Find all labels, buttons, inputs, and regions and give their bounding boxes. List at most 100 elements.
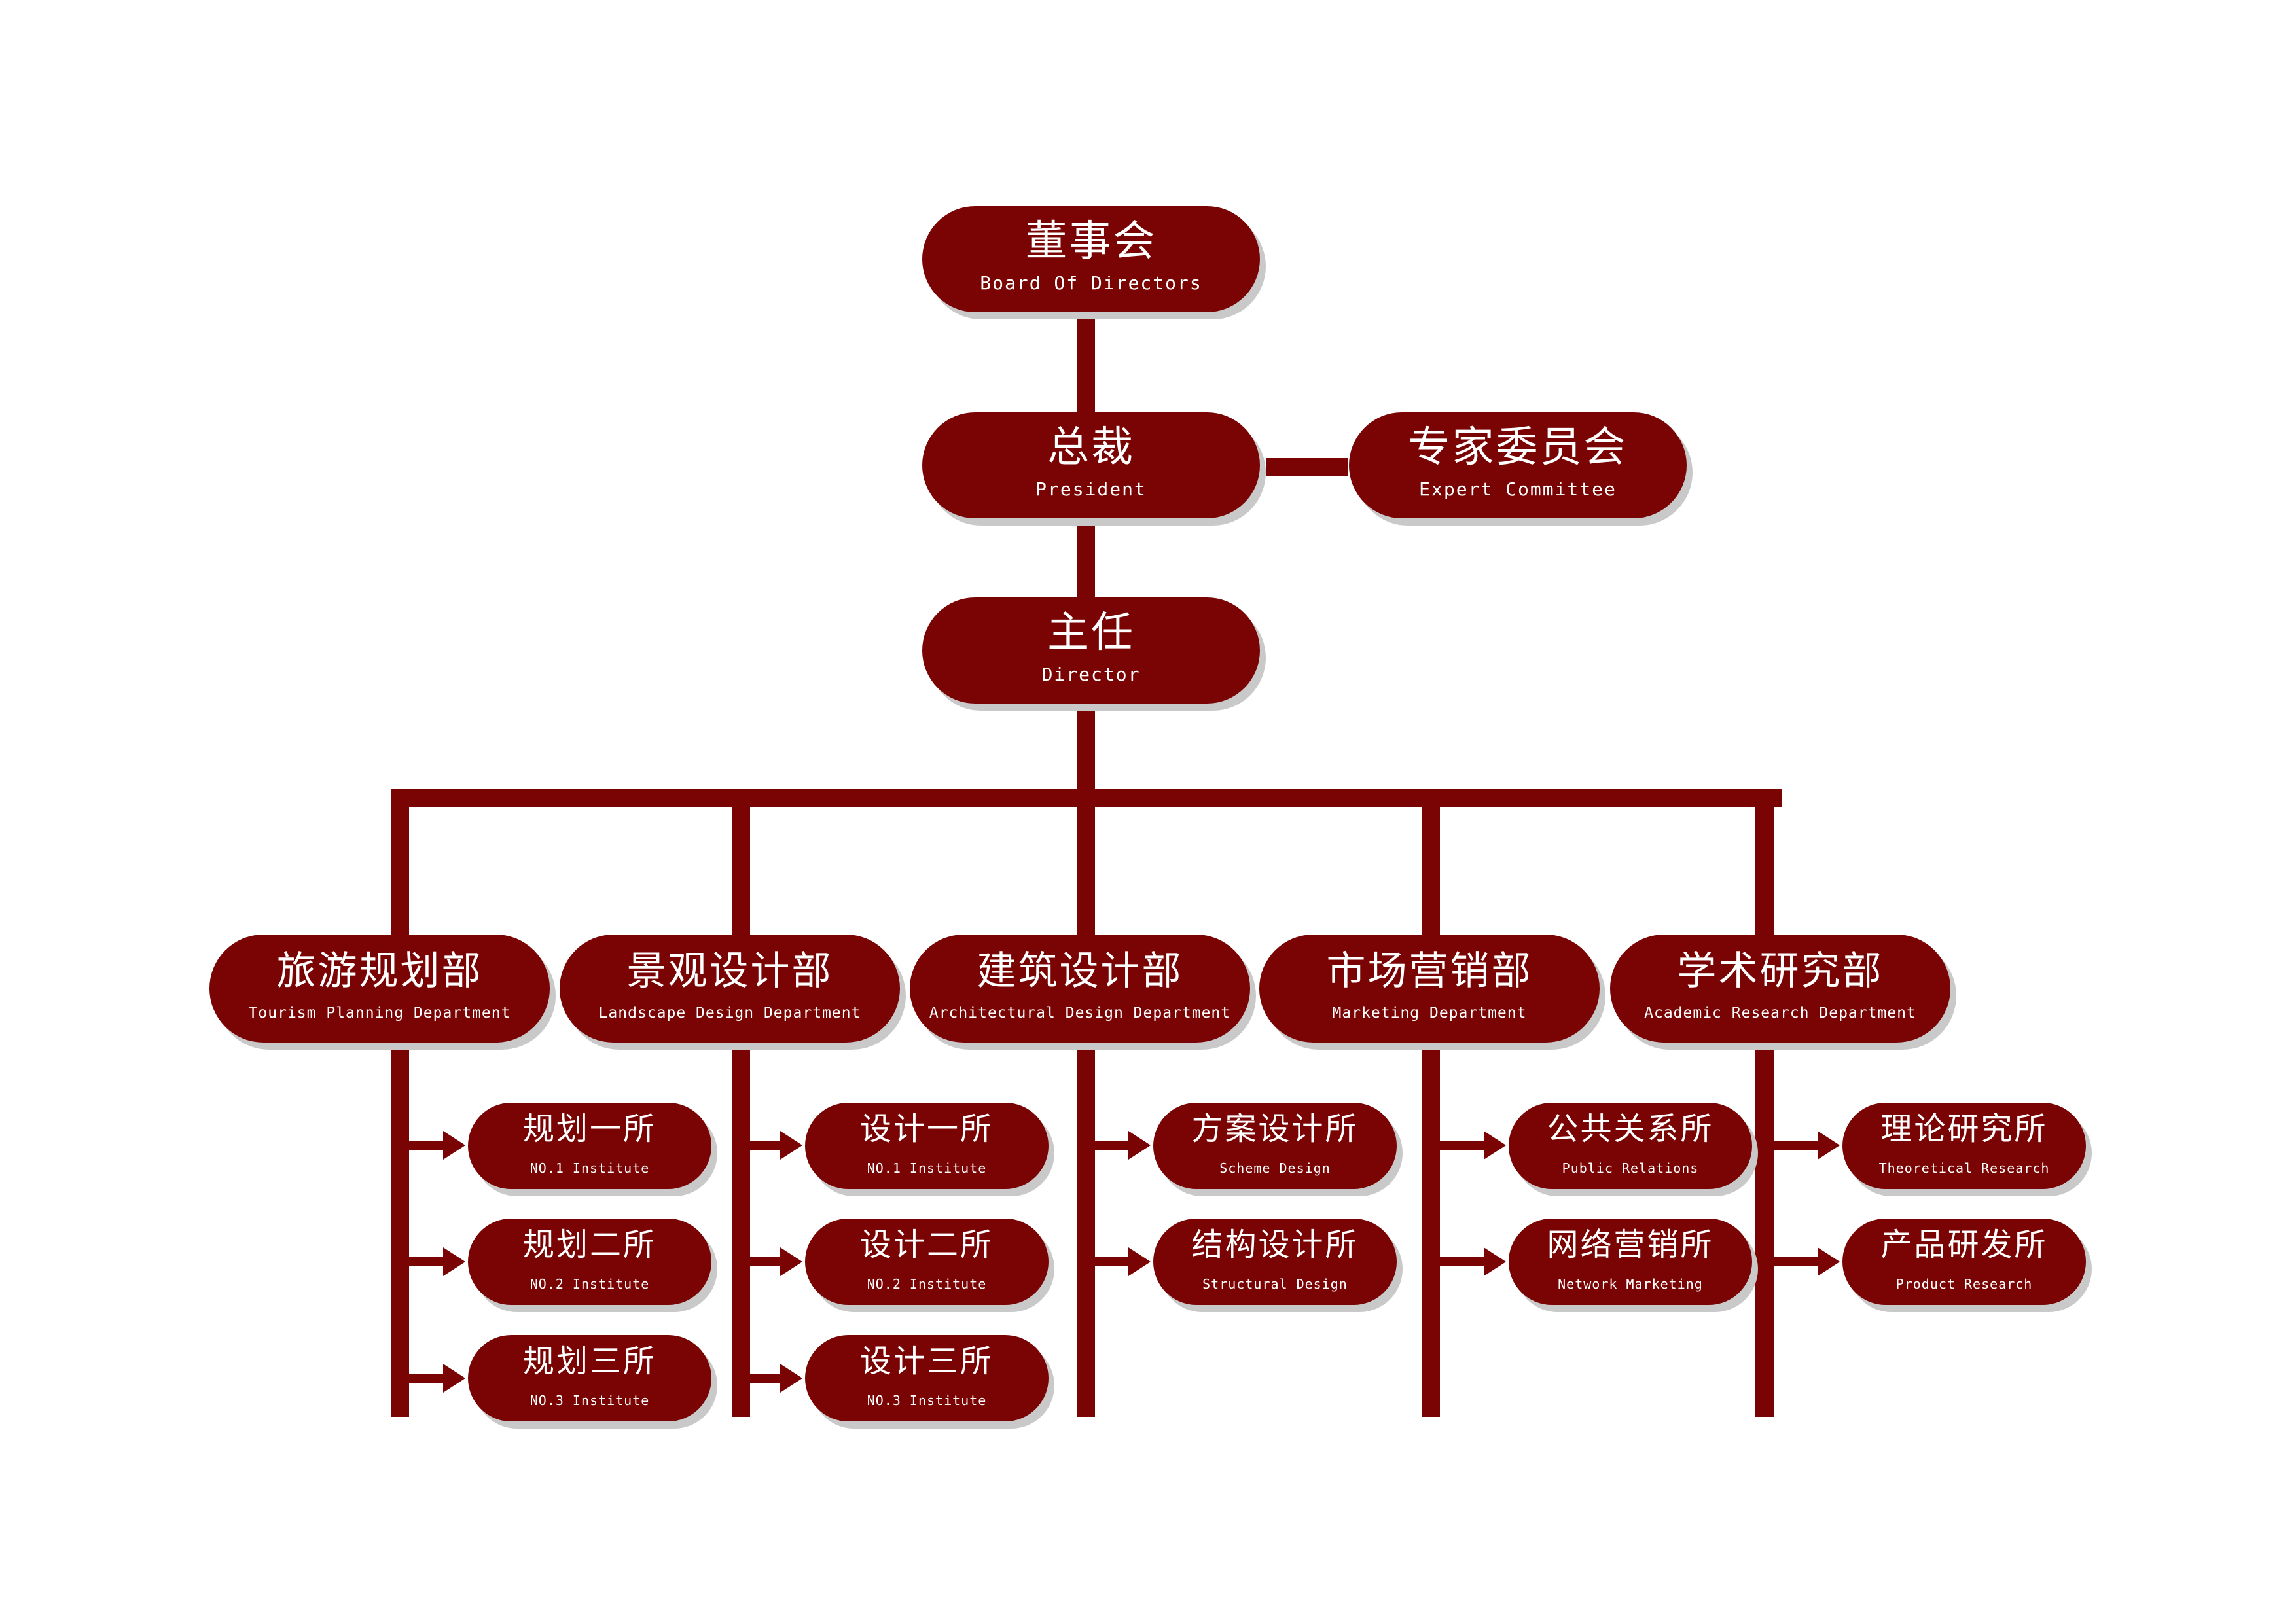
department-cn-label: 学术研究部 bbox=[1677, 948, 1884, 994]
connector-arrow-shaft bbox=[409, 1257, 446, 1266]
institute-node[interactable]: 设计一所 NO.1 Institute bbox=[805, 1103, 1049, 1189]
connector-arrow-head-icon bbox=[443, 1364, 465, 1393]
department-node[interactable]: 市场营销部 Marketing Department bbox=[1259, 935, 1600, 1043]
institute-node[interactable]: 方案设计所 Scheme Design bbox=[1153, 1103, 1397, 1189]
institute-en-label: NO.3 Institute bbox=[529, 1393, 650, 1408]
connector-president-expert bbox=[1266, 458, 1348, 476]
connector-director-bus bbox=[1077, 704, 1095, 802]
connector-arrow-shaft bbox=[750, 1257, 783, 1266]
connector-arrow-shaft bbox=[1440, 1257, 1486, 1266]
connector-arrow-shaft bbox=[1095, 1141, 1131, 1150]
department-en-label: Architectural Design Department bbox=[929, 1005, 1231, 1022]
institute-cn-label: 规划三所 bbox=[522, 1343, 656, 1380]
institute-node[interactable]: 产品研发所 Product Research bbox=[1842, 1219, 2086, 1305]
connector-arrow-shaft bbox=[409, 1374, 446, 1383]
institute-en-label: NO.2 Institute bbox=[867, 1276, 987, 1292]
connector-president-director bbox=[1077, 520, 1095, 599]
connector-bus-drop bbox=[1077, 807, 1095, 935]
board-cn-label: 董事会 bbox=[1025, 217, 1157, 266]
connector-arrow-shaft bbox=[750, 1374, 783, 1383]
connector-department-trunk bbox=[1755, 1044, 1774, 1417]
institute-en-label: Network Marketing bbox=[1558, 1276, 1703, 1292]
department-en-label: Academic Research Department bbox=[1644, 1005, 1916, 1022]
director-en-label: Director bbox=[1041, 664, 1141, 685]
institute-en-label: Product Research bbox=[1895, 1276, 2033, 1292]
connector-department-trunk bbox=[732, 1044, 750, 1417]
connector-arrow-shaft bbox=[1774, 1257, 1820, 1266]
president-en-label: President bbox=[1035, 478, 1147, 500]
department-cn-label: 市场营销部 bbox=[1326, 948, 1533, 994]
department-node[interactable]: 建筑设计部 Architectural Design Department bbox=[910, 935, 1250, 1043]
institute-node[interactable]: 规划三所 NO.3 Institute bbox=[468, 1335, 711, 1421]
connector-arrow-shaft bbox=[409, 1141, 446, 1150]
department-en-label: Landscape Design Department bbox=[598, 1005, 861, 1022]
connector-department-trunk bbox=[1077, 1044, 1095, 1417]
institute-node[interactable]: 设计二所 NO.2 Institute bbox=[805, 1219, 1049, 1305]
connector-arrow-shaft bbox=[750, 1141, 783, 1150]
connector-bus bbox=[391, 789, 1782, 807]
institute-cn-label: 公共关系所 bbox=[1547, 1111, 1714, 1147]
connector-bus-drop bbox=[391, 807, 409, 935]
department-node[interactable]: 学术研究部 Academic Research Department bbox=[1610, 935, 1950, 1043]
connector-arrow-head-icon bbox=[780, 1131, 802, 1160]
institute-cn-label: 规划二所 bbox=[522, 1226, 656, 1263]
institute-cn-label: 理论研究所 bbox=[1880, 1111, 2048, 1147]
department-node[interactable]: 旅游规划部 Tourism Planning Department bbox=[209, 935, 550, 1043]
department-node[interactable]: 景观设计部 Landscape Design Department bbox=[560, 935, 900, 1043]
institute-node[interactable]: 理论研究所 Theoretical Research bbox=[1842, 1103, 2086, 1189]
connector-bus-drop bbox=[1422, 807, 1440, 935]
expert-committee-node[interactable]: 专家委员会 Expert Committee bbox=[1349, 412, 1687, 518]
institute-cn-label: 网络营销所 bbox=[1547, 1226, 1714, 1263]
institute-node[interactable]: 设计三所 NO.3 Institute bbox=[805, 1335, 1049, 1421]
institute-cn-label: 设计一所 bbox=[859, 1111, 994, 1147]
institute-en-label: Public Relations bbox=[1562, 1160, 1699, 1176]
institute-node[interactable]: 结构设计所 Structural Design bbox=[1153, 1219, 1397, 1305]
institute-cn-label: 产品研发所 bbox=[1880, 1226, 2048, 1263]
connector-arrow-head-icon bbox=[780, 1364, 802, 1393]
connector-arrow-head-icon bbox=[1818, 1131, 1840, 1160]
connector-bus-drop bbox=[732, 807, 750, 935]
institute-cn-label: 设计三所 bbox=[859, 1343, 994, 1380]
institute-cn-label: 规划一所 bbox=[522, 1111, 656, 1147]
institute-en-label: Structural Design bbox=[1202, 1276, 1348, 1292]
institute-en-label: NO.1 Institute bbox=[529, 1160, 650, 1176]
connector-arrow-shaft bbox=[1440, 1141, 1486, 1150]
connector-department-trunk bbox=[1422, 1044, 1440, 1417]
institute-cn-label: 结构设计所 bbox=[1191, 1226, 1359, 1263]
board-of-directors-node[interactable]: 董事会 Board Of Directors bbox=[922, 206, 1260, 312]
connector-arrow-head-icon bbox=[1484, 1131, 1506, 1160]
institute-node[interactable]: 规划二所 NO.2 Institute bbox=[468, 1219, 711, 1305]
connector-arrow-head-icon bbox=[1128, 1247, 1151, 1276]
department-cn-label: 景观设计部 bbox=[626, 948, 833, 994]
institute-en-label: NO.1 Institute bbox=[867, 1160, 987, 1176]
connector-arrow-head-icon bbox=[1818, 1247, 1840, 1276]
institute-en-label: Theoretical Research bbox=[1878, 1160, 2050, 1176]
connector-arrow-head-icon bbox=[443, 1131, 465, 1160]
connector-arrow-head-icon bbox=[780, 1247, 802, 1276]
connector-arrow-head-icon bbox=[443, 1247, 465, 1276]
connector-arrow-shaft bbox=[1095, 1257, 1131, 1266]
institute-node[interactable]: 网络营销所 Network Marketing bbox=[1509, 1219, 1752, 1305]
institute-cn-label: 方案设计所 bbox=[1191, 1111, 1359, 1147]
department-cn-label: 旅游规划部 bbox=[276, 948, 483, 994]
connector-arrow-head-icon bbox=[1484, 1247, 1506, 1276]
connector-bus-drop bbox=[1755, 807, 1774, 935]
board-en-label: Board Of Directors bbox=[980, 272, 1202, 294]
president-cn-label: 总裁 bbox=[1047, 423, 1135, 472]
institute-node[interactable]: 公共关系所 Public Relations bbox=[1509, 1103, 1752, 1189]
president-node[interactable]: 总裁 President bbox=[922, 412, 1260, 518]
department-en-label: Tourism Planning Department bbox=[248, 1005, 511, 1022]
institute-en-label: NO.3 Institute bbox=[867, 1393, 987, 1408]
director-node[interactable]: 主任 Director bbox=[922, 597, 1260, 704]
expert-cn-label: 专家委员会 bbox=[1408, 423, 1628, 472]
connector-arrow-shaft bbox=[1774, 1141, 1820, 1150]
director-cn-label: 主任 bbox=[1047, 609, 1135, 657]
institute-cn-label: 设计二所 bbox=[859, 1226, 994, 1263]
connector-arrow-head-icon bbox=[1128, 1131, 1151, 1160]
institute-en-label: Scheme Design bbox=[1219, 1160, 1331, 1176]
connector-department-trunk bbox=[391, 1044, 409, 1417]
expert-en-label: Expert Committee bbox=[1419, 478, 1617, 500]
institute-node[interactable]: 规划一所 NO.1 Institute bbox=[468, 1103, 711, 1189]
